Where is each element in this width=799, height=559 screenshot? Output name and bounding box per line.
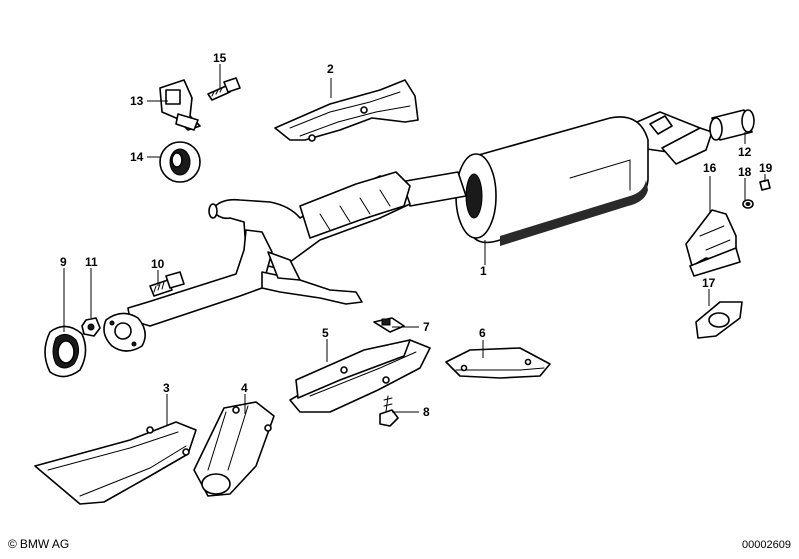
- callout-16: 16: [703, 161, 717, 175]
- rubber-mount-14: [159, 141, 201, 183]
- washer-17: [695, 301, 743, 339]
- copyright-notice: © BMW AG: [8, 537, 69, 551]
- callout-11: 11: [85, 255, 98, 269]
- leader-lines: [63, 64, 766, 426]
- bracket-13: [159, 79, 201, 131]
- heat-shield-upper: [274, 79, 419, 142]
- heat-shield-5: [289, 339, 431, 413]
- bolt-8: [379, 395, 399, 427]
- copyright-symbol: ©: [8, 537, 17, 551]
- callout-4: 4: [241, 381, 248, 395]
- bolt-10: [149, 271, 185, 297]
- callout-3: 3: [163, 381, 170, 395]
- callout-8: 8: [423, 405, 430, 419]
- heat-shield-6: [445, 347, 551, 379]
- callout-6: 6: [479, 326, 486, 340]
- rear-muffler: [399, 111, 713, 246]
- callout-9: 9: [60, 255, 67, 269]
- clip-7: [373, 317, 405, 333]
- callout-19: 19: [759, 161, 773, 175]
- brand-name: BMW AG: [19, 537, 70, 551]
- callout-12: 12: [738, 145, 752, 159]
- callout-5: 5: [322, 326, 329, 340]
- callout-13: 13: [130, 94, 144, 108]
- screw-15: [207, 77, 241, 101]
- gasket-9: [44, 325, 87, 378]
- nut-11: [81, 317, 101, 337]
- callout-17: 17: [702, 276, 716, 290]
- tailpipe-trim-12: [709, 109, 755, 141]
- diagram-number: 00002609: [742, 539, 791, 551]
- heat-shield-3: [34, 421, 197, 505]
- heat-shield-4: [193, 401, 275, 497]
- bracket-16: [685, 209, 741, 277]
- front-pipe-assembly: [103, 171, 411, 352]
- callout-15: 15: [213, 51, 227, 65]
- nut-18: [742, 199, 754, 209]
- callout-2: 2: [327, 62, 334, 76]
- callout-labels: 1 2 3 4 5 6 7 8 9 10 11 12 13 14 15 16 1…: [60, 51, 773, 419]
- callout-1: 1: [480, 264, 487, 278]
- callout-10: 10: [151, 257, 165, 271]
- callout-7: 7: [423, 320, 430, 334]
- callout-18: 18: [738, 165, 752, 179]
- callout-14: 14: [130, 150, 144, 164]
